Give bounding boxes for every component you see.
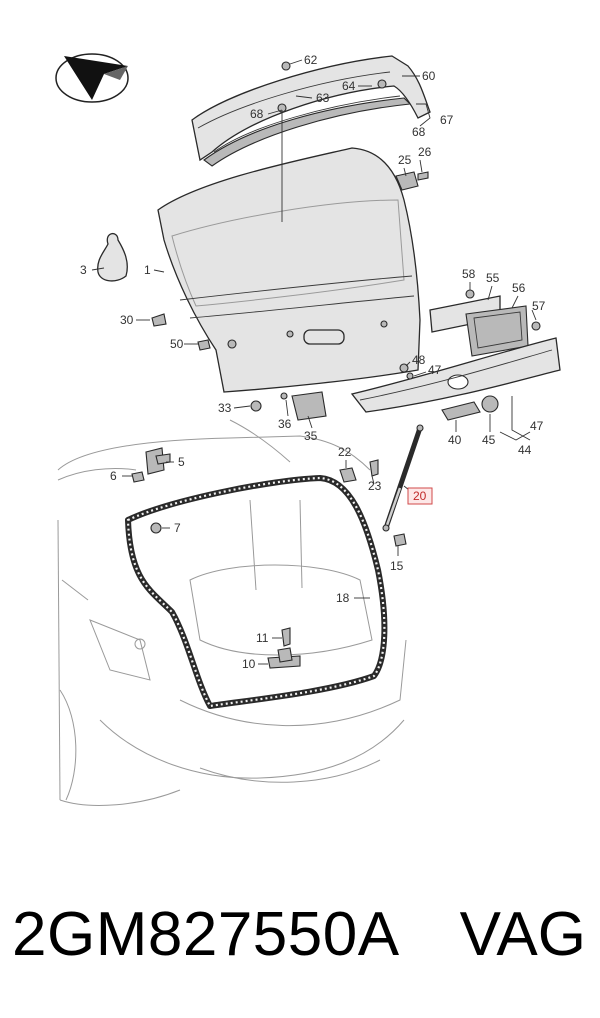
- tailgate-parts-diagram: 62 60 64 63 68 67 68 25 26 3 1 58 55 56 …: [55, 53, 561, 806]
- lock-35: [280, 391, 327, 421]
- callout-25: 25: [398, 153, 412, 167]
- license-plate-trim: [429, 289, 541, 357]
- cap-3: [97, 233, 128, 282]
- callout-56: 56: [512, 281, 526, 295]
- bolt-30: [151, 313, 167, 327]
- part-number: 2GM827550A: [12, 900, 400, 969]
- striker-10: [267, 647, 301, 669]
- callout-20-highlighted: 20: [413, 489, 427, 503]
- callout-5: 5: [178, 455, 185, 469]
- emblem-45: [481, 395, 499, 413]
- vehicle-body: [57, 419, 407, 806]
- callout-3: 3: [80, 263, 87, 277]
- callout-40: 40: [448, 433, 462, 447]
- callout-18: 18: [336, 591, 350, 605]
- callout-63: 63: [316, 91, 330, 105]
- callout-15: 15: [390, 559, 404, 573]
- tailgate-seal-18: [125, 475, 388, 709]
- footer: 2GM827550A VAG: [0, 880, 600, 990]
- callout-68: 68: [250, 107, 264, 121]
- callout-10: 10: [242, 657, 256, 671]
- callout-35: 35: [304, 429, 318, 443]
- nut-7: [150, 522, 162, 534]
- callout-22: 22: [338, 445, 352, 459]
- callout-44: 44: [518, 443, 532, 457]
- bolt-6: [131, 471, 145, 483]
- buffer-47: [406, 372, 414, 380]
- callout-48: 48: [412, 353, 426, 367]
- callout-labels: 62 60 64 63 68 67 68 25 26 3 1 58 55 56 …: [80, 53, 546, 671]
- callout-36: 36: [278, 417, 292, 431]
- brand-label: VAG: [459, 900, 586, 969]
- callout-57: 57: [532, 299, 546, 313]
- bump-stop-15: [393, 533, 407, 547]
- hinge-5: [145, 447, 171, 475]
- callout-33: 33: [218, 401, 232, 415]
- callout-68-lower: 68: [412, 125, 426, 139]
- callout-23: 23: [368, 479, 382, 493]
- callout-45: 45: [482, 433, 496, 447]
- bump-stop-50: [197, 339, 211, 351]
- callout-30: 30: [120, 313, 134, 327]
- callout-47: 47: [428, 363, 442, 377]
- callout-64: 64: [342, 79, 356, 93]
- callout-leaders: [91, 59, 537, 665]
- callout-7: 7: [174, 521, 181, 535]
- callout-50: 50: [170, 337, 184, 351]
- callout-60: 60: [422, 69, 436, 83]
- bolt-23: [369, 459, 379, 477]
- ball-stud-22: [339, 467, 357, 483]
- callout-55: 55: [486, 271, 500, 285]
- callout-1: 1: [144, 263, 151, 277]
- tailgate-panel: [157, 110, 421, 393]
- callout-58: 58: [462, 267, 476, 281]
- roof-spoiler: [191, 55, 431, 167]
- gas-strut-20: [382, 424, 424, 532]
- callout-26: 26: [418, 145, 432, 159]
- callout-47-lower: 47: [530, 419, 544, 433]
- lamp-40: [441, 401, 481, 421]
- bolt-11: [281, 627, 291, 647]
- clip-33: [250, 400, 262, 412]
- compass-arrow-logo-icon: [55, 53, 129, 103]
- highlight-box-20: [407, 487, 433, 505]
- callout-11: 11: [256, 631, 269, 645]
- lower-trim-panel: [350, 337, 561, 413]
- callout-67: 67: [440, 113, 454, 127]
- callout-6: 6: [110, 469, 117, 483]
- bracket-25: [395, 171, 429, 191]
- callout-62: 62: [304, 53, 318, 67]
